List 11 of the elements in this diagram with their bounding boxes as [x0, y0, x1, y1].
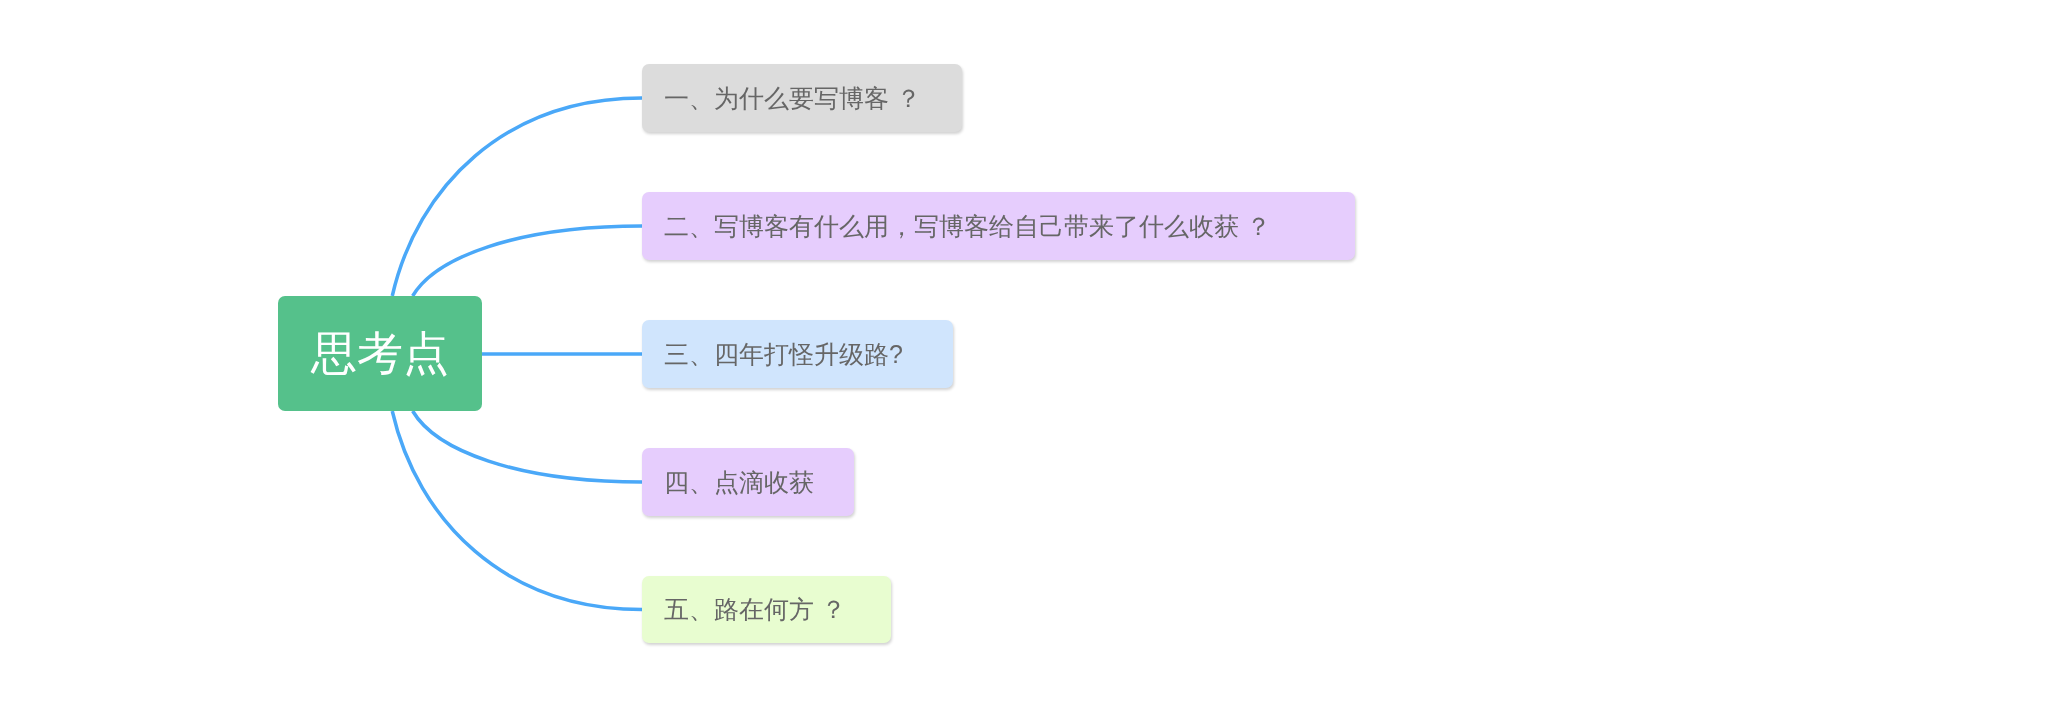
branch-line: [390, 96, 643, 297]
branch-line: [390, 410, 643, 612]
branch-line: [411, 409, 643, 484]
subtopic-box: 五、路在何方 ？: [642, 576, 891, 643]
subtopic-box: 二、写博客有什么用，写博客给自己带来了什么收获 ？: [642, 192, 1355, 260]
subtopic-box: 三、四年打怪升级路?: [642, 320, 953, 388]
topic-box: 思考点: [278, 296, 482, 411]
subtopic-box: 一、为什么要写博客 ？: [642, 64, 962, 132]
subtopic-box: 四、点滴收获: [642, 448, 854, 516]
branch-line: [482, 352, 642, 356]
branch-line: [411, 224, 643, 298]
